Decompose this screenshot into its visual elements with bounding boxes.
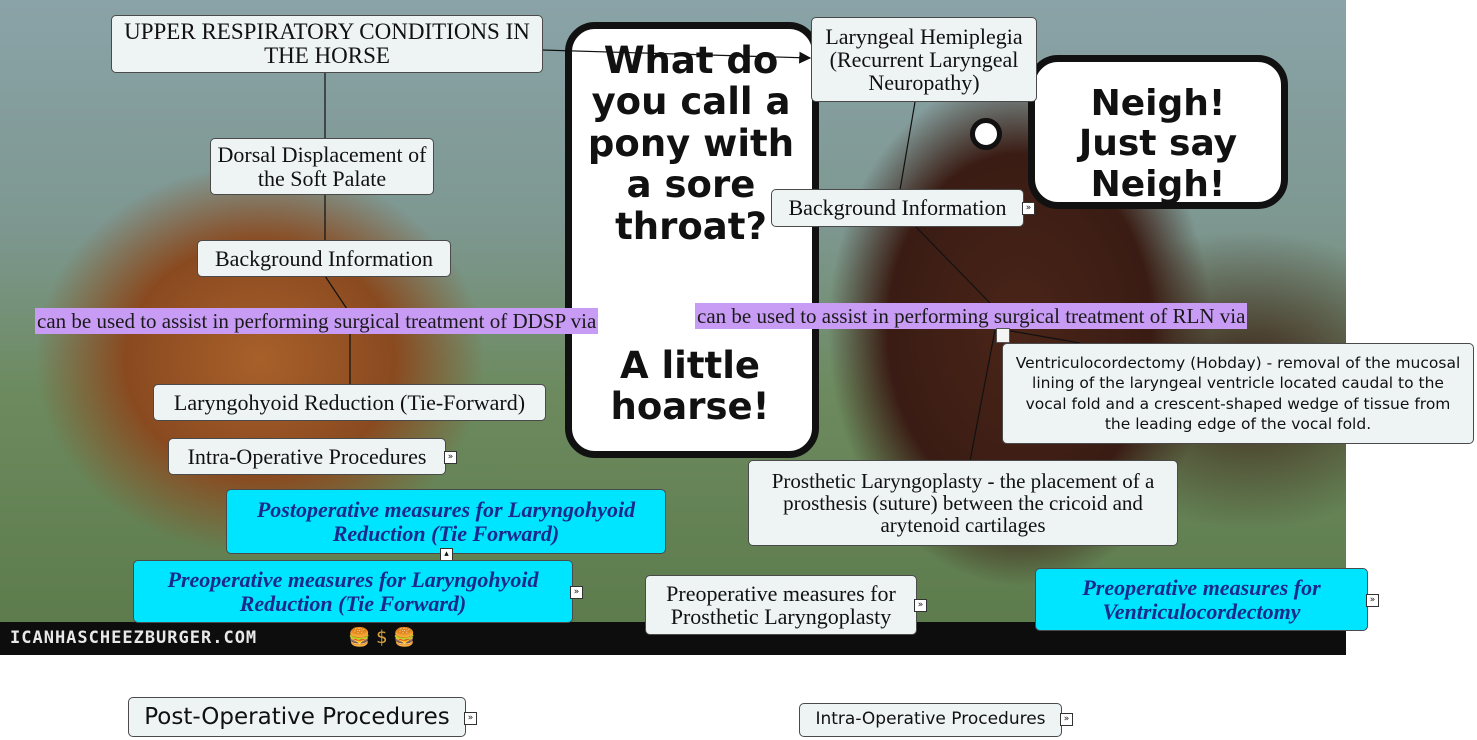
node-root-upper-respiratory[interactable]: UPPER RESPIRATORY CONDITIONS IN THE HORS… xyxy=(111,15,543,73)
ddsp-link-label[interactable]: can be used to assist in performing surg… xyxy=(35,308,599,334)
expand-icon[interactable]: » xyxy=(1366,594,1379,607)
node-tie-forward[interactable]: Laryngohyoid Reduction (Tie-Forward) xyxy=(153,384,546,421)
joke-answer-text: A little hoarse! xyxy=(610,344,770,429)
node-post-op-procedures[interactable]: Post-Operative Procedures xyxy=(128,697,466,737)
node-ventriculocordectomy[interactable]: Ventriculocordectomy (Hobday) - removal … xyxy=(1002,343,1474,444)
node-ddsp[interactable]: Dorsal Displacement of the Soft Palate xyxy=(210,138,434,195)
node-preop-tie-forward[interactable]: Preoperative measures for Laryngohyoid R… xyxy=(133,560,573,623)
ddsp-background-to-label-line xyxy=(324,275,348,310)
node-prosthetic-laryngoplasty[interactable]: Prosthetic Laryngoplasty - the placement… xyxy=(748,460,1178,546)
node-intra-op-right[interactable]: Intra-Operative Procedures xyxy=(799,703,1062,737)
neigh-text: Neigh! Just say Neigh! xyxy=(1078,83,1238,205)
watermark-text: ICANHASCHEEZBURGER.COM xyxy=(10,628,258,648)
expand-icon[interactable]: » xyxy=(444,451,457,464)
node-rln-background[interactable]: Background Information xyxy=(771,189,1024,227)
node-preop-ventriculocordectomy[interactable]: Preoperative measures for Ventriculocord… xyxy=(1035,568,1368,631)
node-intra-op-left[interactable]: Intra-Operative Procedures xyxy=(168,438,446,475)
expand-icon[interactable]: » xyxy=(464,712,477,725)
rln-label-to-prosthetic-line xyxy=(969,329,996,462)
rln-to-background-line xyxy=(899,101,916,191)
joke-speech-bubble xyxy=(565,22,819,458)
node-postop-tie-forward[interactable]: Postoperative measures for Laryngohyoid … xyxy=(226,489,666,554)
node-rln[interactable]: Laryngeal Hemiplegia (Recurrent Laryngea… xyxy=(811,17,1037,102)
joke-question-text: What do you call a pony with a sore thro… xyxy=(587,39,795,248)
cheezburger-icons: 🍔 $ 🍔 xyxy=(348,627,416,648)
root-to-rln-line xyxy=(541,49,812,64)
node-ddsp-background[interactable]: Background Information xyxy=(197,240,451,277)
rln-background-to-label-line xyxy=(914,225,991,304)
node-preop-prosthetic[interactable]: Preoperative measures for Prosthetic Lar… xyxy=(645,575,917,635)
expand-icon[interactable]: » xyxy=(1022,202,1035,215)
thought-dot xyxy=(970,118,1002,150)
rln-label-to-ventriculo-line xyxy=(1004,329,1081,344)
expand-icon[interactable]: » xyxy=(1060,713,1073,726)
neigh-speech-bubble xyxy=(1028,55,1288,209)
expand-icon[interactable]: » xyxy=(570,586,583,599)
note-icon[interactable] xyxy=(996,328,1010,343)
rln-link-label[interactable]: can be used to assist in performing surg… xyxy=(695,303,1248,329)
expand-icon[interactable]: » xyxy=(914,599,927,612)
